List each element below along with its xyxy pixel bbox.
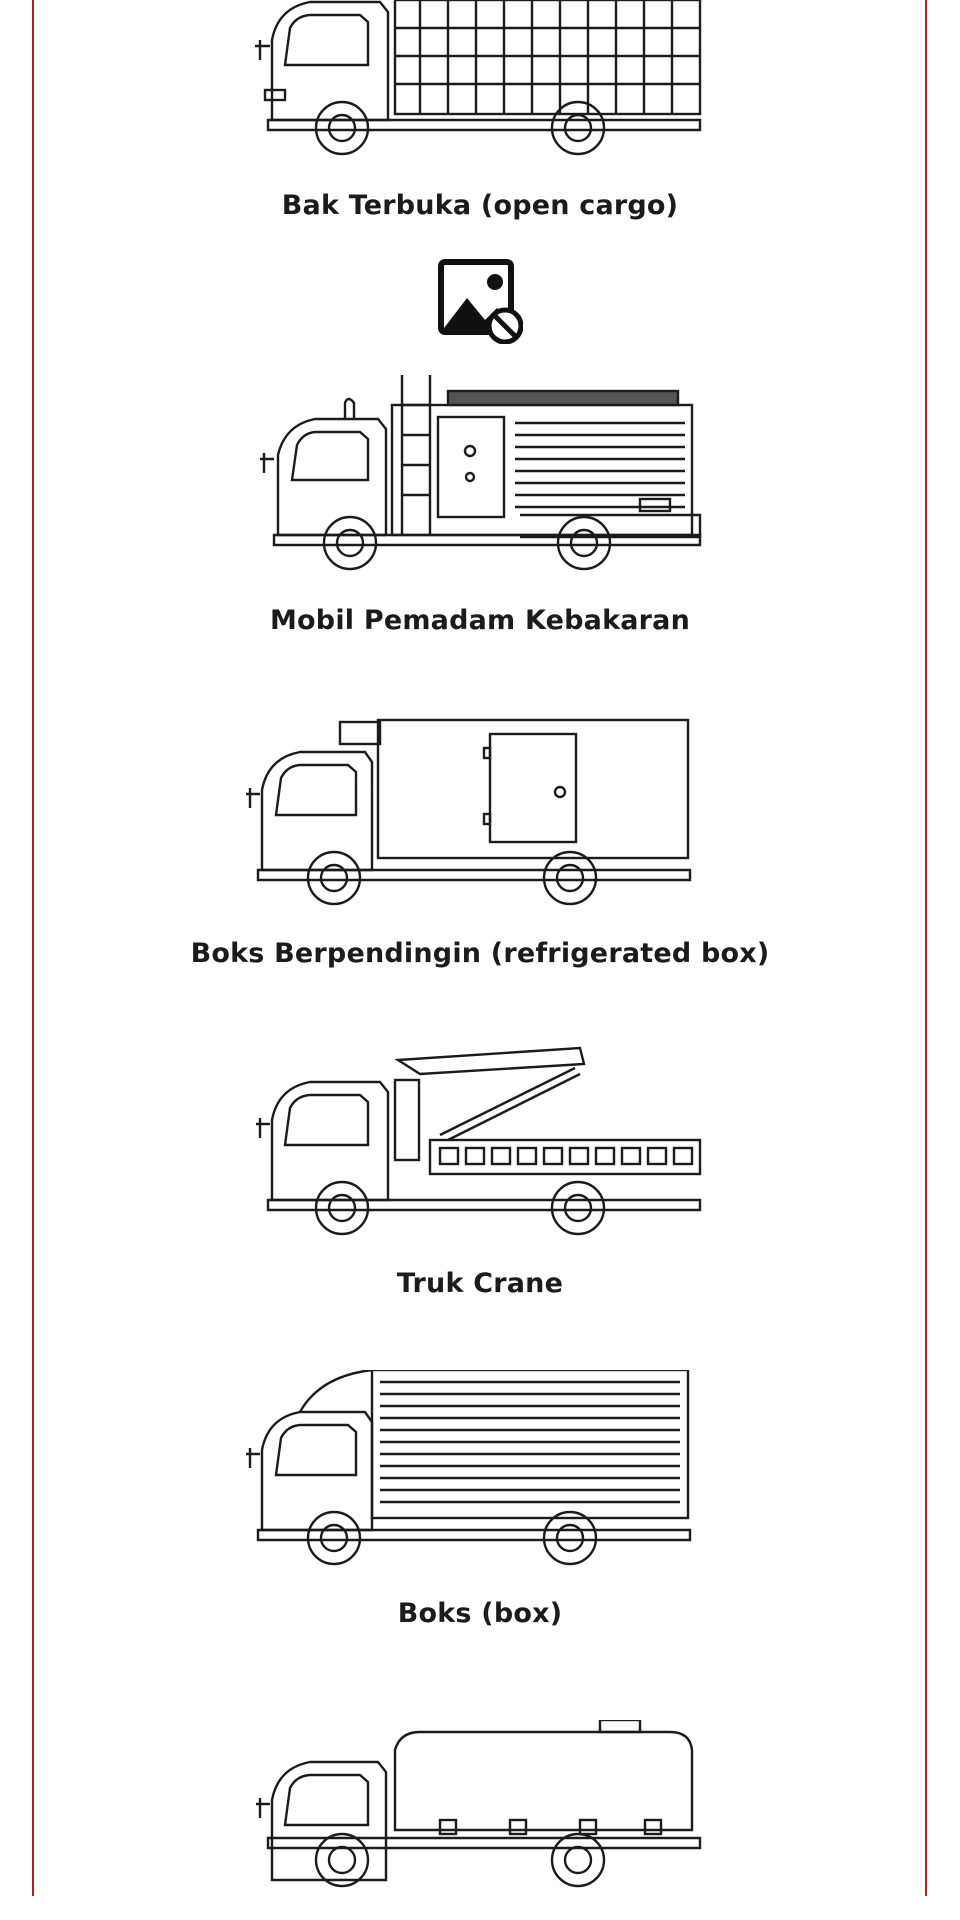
truck-tanker [0,1720,960,1920]
truck-box [0,1370,960,1570]
truck-caption: Bak Terbuka (open cargo) [281,190,679,221]
truck-caption: Boks Berpendingin (refrigerated box) [190,938,770,969]
truck-caption: Boks (box) [397,1598,563,1629]
truck-crane [0,1040,960,1240]
broken-image-icon [437,258,524,345]
truck-fire [0,375,960,575]
truck-open-cargo [0,0,960,160]
truck-refrigerated-box [0,710,960,910]
truck-caption: Truk Crane [396,1268,564,1299]
truck-caption: Mobil Pemadam Kebakaran [269,605,691,636]
